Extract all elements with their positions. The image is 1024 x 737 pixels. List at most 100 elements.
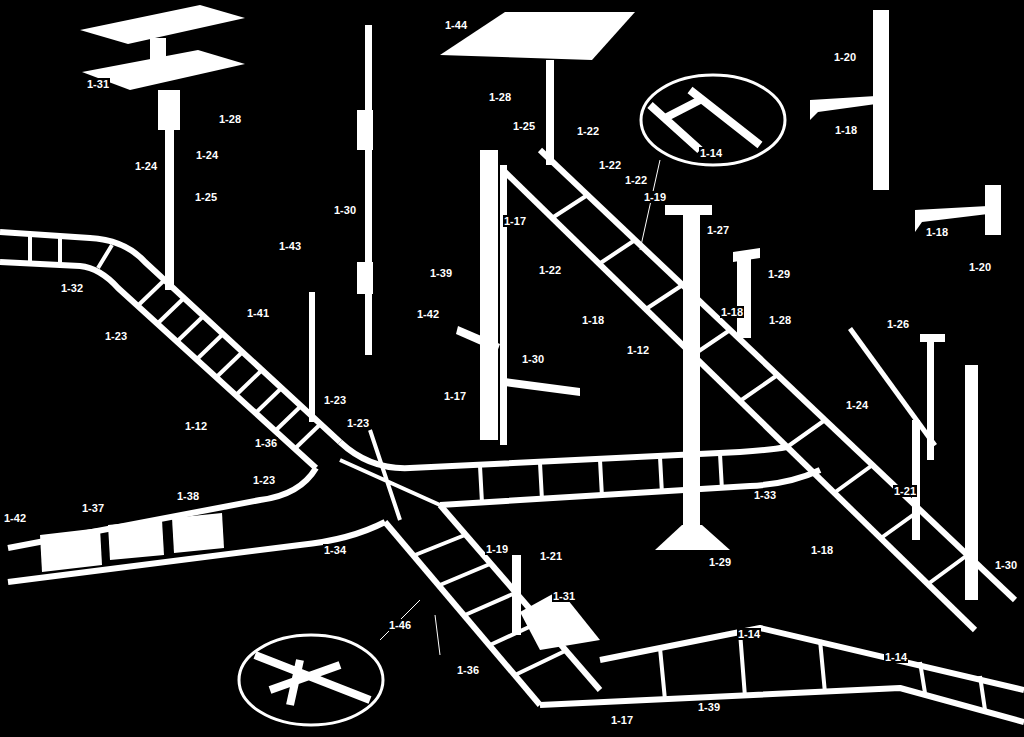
callout-number: 1-28	[218, 113, 242, 125]
callout-number: 1-24	[134, 160, 158, 172]
callout-number: 1-20	[833, 51, 857, 63]
callout-number: 1-27	[706, 224, 730, 236]
detail-splice	[255, 655, 370, 705]
callout-number: 1-23	[323, 394, 347, 406]
channel	[500, 165, 507, 445]
detail-splice	[650, 90, 760, 150]
callout-number: 1-43	[278, 240, 302, 252]
callout-number: 1-18	[925, 226, 949, 238]
callout-number: 1-31	[86, 78, 110, 90]
callout-number: 1-19	[643, 191, 667, 203]
callout-number: 1-30	[333, 204, 357, 216]
callout-number: 1-22	[576, 125, 600, 137]
callout-number: 1-14	[737, 628, 761, 640]
channel	[480, 150, 498, 440]
callout-number: 1-21	[539, 550, 563, 562]
deck	[440, 12, 635, 60]
tray-rungs	[30, 195, 985, 710]
callout-number: 1-17	[503, 215, 527, 227]
callout-number: 1-18	[834, 124, 858, 136]
callout-number: 1-24	[845, 399, 869, 411]
tray-rails	[0, 150, 1024, 722]
callout-number: 1-22	[598, 159, 622, 171]
callout-number: 1-14	[884, 651, 908, 663]
callout-number: 1-46	[388, 619, 412, 631]
leader-lines	[380, 160, 660, 655]
threaded-rod	[546, 60, 554, 165]
tray-rail	[505, 172, 975, 630]
callout-number: 1-12	[626, 344, 650, 356]
brace	[848, 327, 937, 447]
callout-number: 1-14	[699, 147, 723, 159]
callout-number: 1-17	[610, 714, 634, 726]
callout-number: 1-23	[104, 330, 128, 342]
callout-number: 1-19	[485, 543, 509, 555]
bracket-arm	[456, 326, 500, 352]
rungs	[552, 195, 968, 584]
callout-number: 1-23	[346, 417, 370, 429]
post	[912, 420, 920, 540]
strut	[365, 25, 372, 355]
tray-rail	[540, 150, 1015, 600]
callout-number: 1-18	[581, 314, 605, 326]
post	[927, 340, 934, 460]
tray-rail	[440, 505, 600, 690]
callout-number: 1-12	[184, 420, 208, 432]
strut-bracket	[357, 110, 373, 150]
tray-rail	[385, 522, 540, 705]
callout-number: 1-28	[488, 91, 512, 103]
callout-number: 1-30	[994, 559, 1018, 571]
callout-number: 1-22	[538, 264, 562, 276]
callout-number: 1-37	[81, 502, 105, 514]
post-cap	[920, 334, 945, 342]
callout-number: 1-33	[753, 489, 777, 501]
callout-number: 1-22	[624, 174, 648, 186]
tray-rail	[440, 470, 820, 505]
detail-circle	[641, 75, 785, 165]
callout-number: 1-23	[252, 474, 276, 486]
post-cap	[733, 248, 760, 262]
callout-number: 1-34	[323, 544, 347, 556]
detail-circle	[239, 635, 383, 725]
callout-number: 1-26	[886, 318, 910, 330]
bracket-arm	[505, 378, 580, 396]
callout-number: 1-32	[60, 282, 84, 294]
callout-number: 1-39	[697, 701, 721, 713]
callout-number: 1-28	[768, 314, 792, 326]
detail-circles	[239, 75, 785, 725]
strut-bracket	[357, 262, 373, 294]
callout-number: 1-20	[968, 261, 992, 273]
callout-number: 1-25	[512, 120, 536, 132]
callout-number: 1-44	[444, 19, 468, 31]
callout-number: 1-21	[893, 485, 917, 497]
tray-rail	[8, 468, 316, 548]
callout-number: 1-29	[708, 556, 732, 568]
tray-cover	[172, 513, 224, 553]
callout-number: 1-41	[246, 307, 270, 319]
junction	[340, 430, 440, 520]
callout-number: 1-18	[810, 544, 834, 556]
callout-number: 1-39	[429, 267, 453, 279]
i-beam	[82, 50, 245, 90]
column-cap	[665, 205, 712, 215]
threaded-rod	[165, 130, 174, 290]
rungs	[660, 632, 985, 710]
callout-number: 1-30	[521, 353, 545, 365]
column-base	[655, 525, 730, 550]
callout-number: 1-18	[720, 306, 744, 318]
rungs	[415, 535, 565, 675]
callout-number: 1-17	[443, 390, 467, 402]
cable	[435, 615, 440, 655]
callout-number: 1-36	[456, 664, 480, 676]
leader-line	[380, 600, 420, 640]
callout-number: 1-36	[254, 437, 278, 449]
wall-bracket	[810, 96, 876, 120]
rungs	[480, 454, 722, 503]
post	[737, 258, 751, 338]
callout-number: 1-24	[195, 149, 219, 161]
callout-number: 1-42	[416, 308, 440, 320]
tray-rail	[8, 522, 385, 582]
supports	[40, 5, 1001, 650]
callout-number: 1-31	[552, 590, 576, 602]
